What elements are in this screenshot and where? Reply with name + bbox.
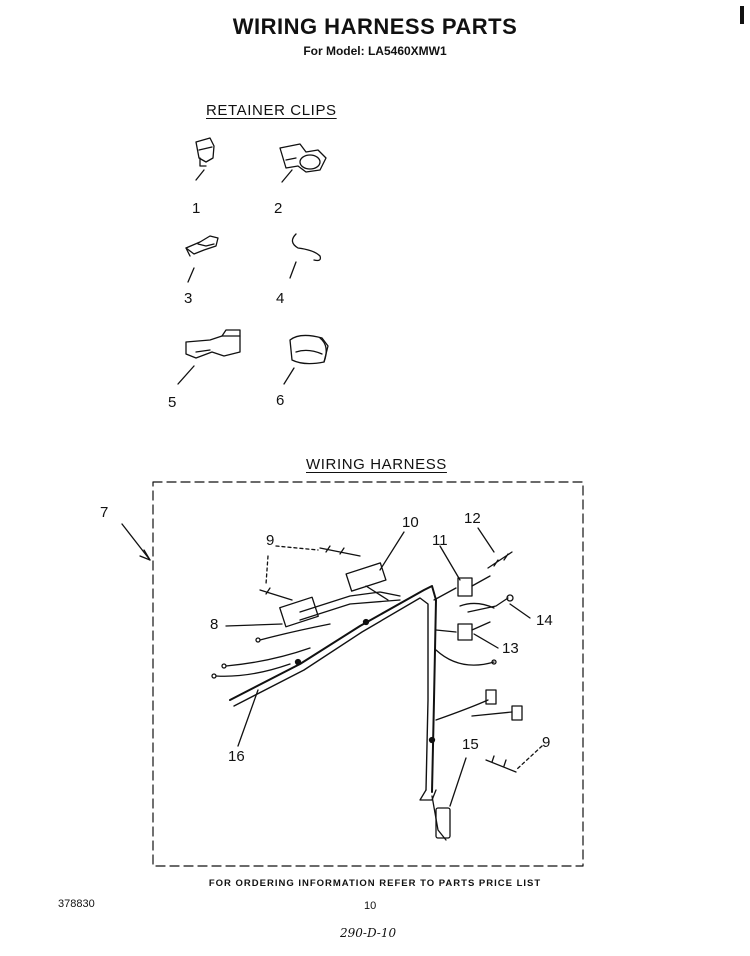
handwritten-note: 290-D-10 xyxy=(340,926,397,940)
callout-3: 3 xyxy=(184,290,193,307)
callout-11: 11 xyxy=(432,532,448,549)
callout-9-top: 9 xyxy=(266,532,275,549)
callout-7: 7 xyxy=(100,504,109,521)
callout-4: 4 xyxy=(276,290,285,307)
callout-16: 16 xyxy=(228,748,245,765)
callout-5: 5 xyxy=(168,394,177,411)
callout-2: 2 xyxy=(274,200,283,217)
ordering-note: FOR ORDERING INFORMATION REFER TO PARTS … xyxy=(208,878,542,889)
callout-6: 6 xyxy=(276,392,285,409)
retainer-clip-1 xyxy=(195,137,215,181)
harness-frame xyxy=(152,481,584,867)
callout-14: 14 xyxy=(536,612,553,629)
retainer-clips-heading: RETAINER CLIPS xyxy=(206,102,337,119)
callout-15: 15 xyxy=(462,736,479,753)
callout-9-bottom: 9 xyxy=(542,734,551,751)
retainer-clip-2 xyxy=(279,143,327,183)
corner-mark xyxy=(740,6,744,24)
retainer-clip-3 xyxy=(185,235,219,283)
page-title: WIRING HARNESS PARTS xyxy=(232,14,518,39)
callout-7-leader xyxy=(121,523,151,561)
page-number: 10 xyxy=(364,900,377,912)
wiring-harness-heading: WIRING HARNESS xyxy=(306,456,447,473)
document-number: 378830 xyxy=(58,898,95,910)
model-subtitle: For Model: LA5460XMW1 xyxy=(303,44,447,58)
callout-13: 13 xyxy=(502,640,519,657)
retainer-clip-6 xyxy=(283,334,329,385)
retainer-clip-4 xyxy=(289,233,322,279)
callout-12: 12 xyxy=(464,510,481,527)
retainer-clip-5 xyxy=(177,329,241,385)
callout-8: 8 xyxy=(210,616,219,633)
callout-1: 1 xyxy=(192,200,201,217)
callout-10: 10 xyxy=(402,514,419,531)
